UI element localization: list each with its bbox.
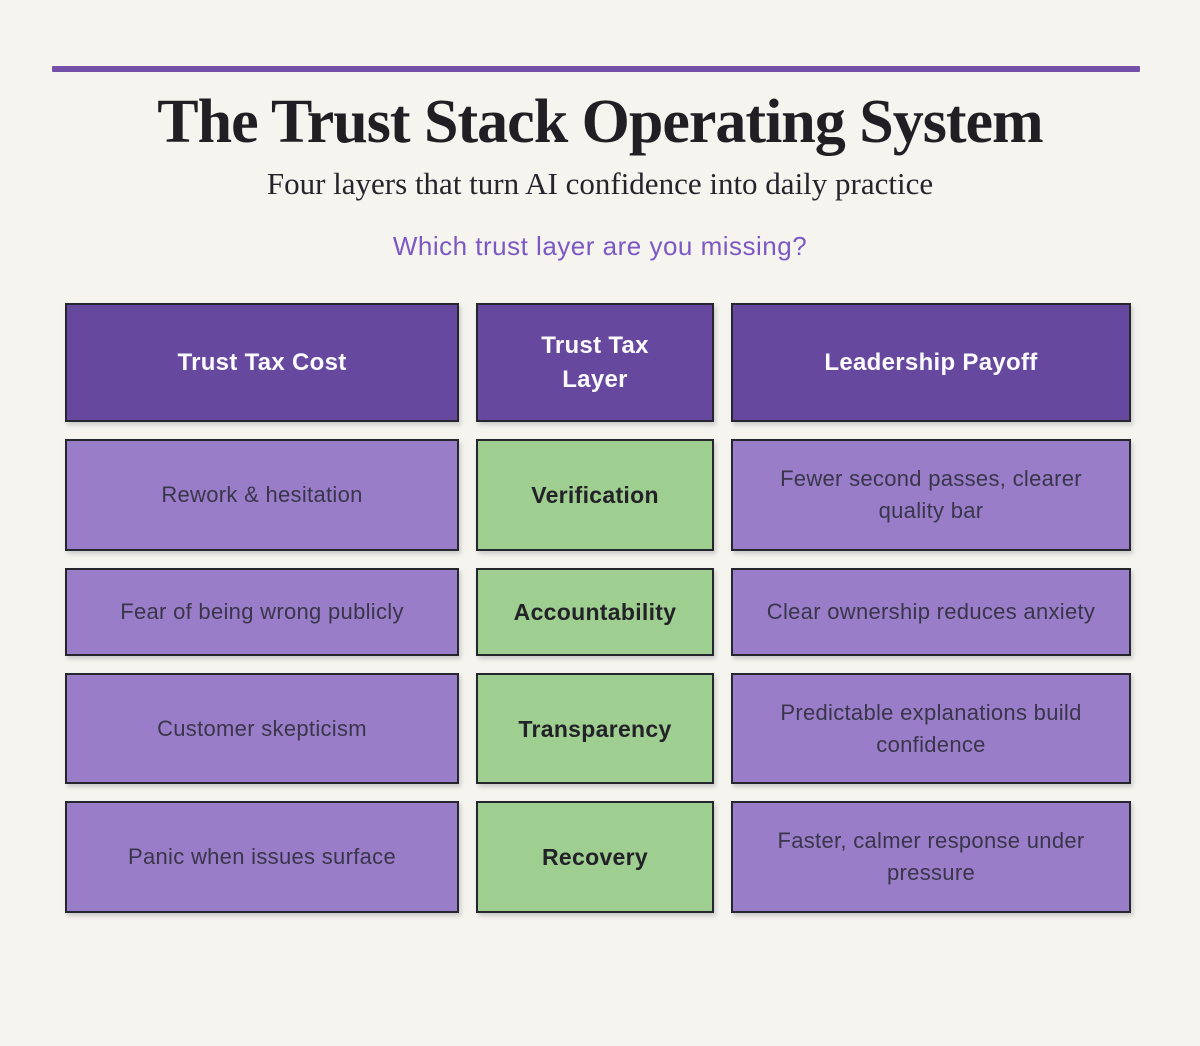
page-title: The Trust Stack Operating System	[157, 88, 1043, 156]
payoff-cell-verification: Fewer second passes, clearer quality bar	[731, 439, 1131, 551]
layer-cell-transparency: Transparency	[476, 673, 714, 784]
layer-cell-recovery: Recovery	[476, 801, 714, 913]
page-subtitle: Four layers that turn AI confidence into…	[266, 166, 934, 201]
layer-cell-verification: Verification	[476, 439, 714, 551]
cost-cell-recovery: Panic when issues surface	[65, 801, 459, 913]
column-header-leadership-payoff: Leadership Payoff	[731, 303, 1131, 422]
trust-stack-infographic: The Trust Stack Operating System Four la…	[0, 66, 1200, 1046]
payoff-cell-recovery: Faster, calmer response under pressure	[731, 801, 1131, 913]
cost-cell-accountability: Fear of being wrong publicly	[65, 568, 459, 656]
payoff-cell-accountability: Clear ownership reduces anxiety	[731, 568, 1131, 656]
column-header-trust-tax-layer: Trust Tax Layer	[476, 303, 714, 422]
top-accent-line	[52, 66, 1140, 72]
cost-cell-verification: Rework & hesitation	[65, 439, 459, 551]
payoff-cell-transparency: Predictable explanations build confidenc…	[731, 673, 1131, 784]
column-header-trust-tax-cost: Trust Tax Cost	[65, 303, 459, 422]
layer-cell-accountability: Accountability	[476, 568, 714, 656]
cost-cell-transparency: Customer skepticism	[65, 673, 459, 784]
question-text: Which trust layer are you missing?	[392, 231, 808, 261]
trust-stack-table: Trust Tax Cost Trust Tax Layer Leadershi…	[65, 303, 1131, 913]
